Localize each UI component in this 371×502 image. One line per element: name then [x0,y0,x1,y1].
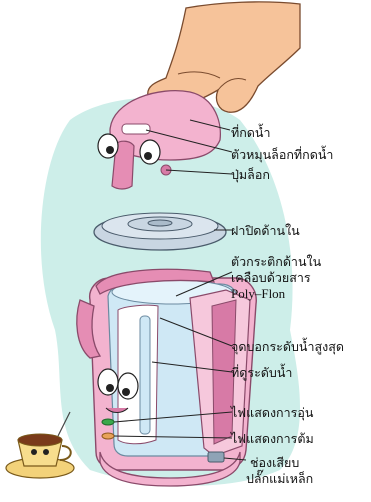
pot-body-illustration [77,269,256,486]
label-inner-pot-line2: เคลือบด้วยสาร [231,271,311,285]
label-inner-pot-line1: ตัวกระติกด้านใน [231,255,321,269]
label-dispense-button: ที่กดน้ำ [231,126,271,140]
label-socket-line2: ปลั๊กแม่เหล็ก [246,472,313,486]
label-boil-light: ไฟแสดงการต้ม [231,432,314,446]
label-warm-light: ไฟแสดงการอุ่น [231,406,313,420]
coffee-cup-illustration [6,412,74,478]
label-socket-line1: ช่องเสียบ [250,456,299,470]
label-water-gauge: ที่ดูระดับน้ำ [231,366,292,380]
label-lock-knob: ตัวหมุนล็อกที่กดน้ำ [231,148,333,162]
label-max-water-level: จุดบอกระดับน้ำสูงสุด [231,340,344,354]
warm-light-icon [102,419,114,425]
inner-lid-illustration [94,213,226,250]
label-inner-lid: ฝาปิดด้านใน [231,224,300,238]
boil-light-icon [102,433,114,439]
label-lock-button: ปุ่มล็อก [231,168,270,182]
label-inner-pot-line3: Poly–Flon [231,287,285,301]
